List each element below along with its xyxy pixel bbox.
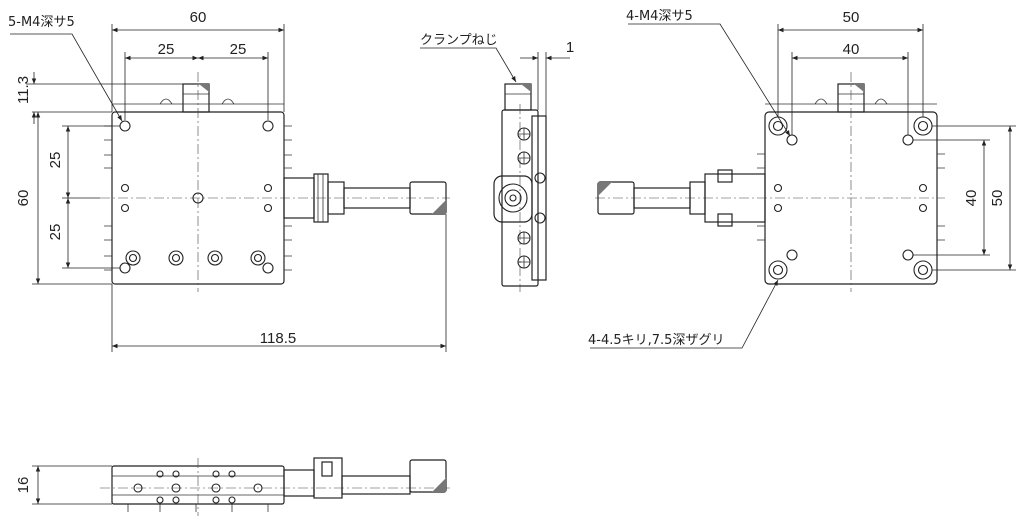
front-dimensions [10, 24, 447, 352]
side-view: クランプねじ 1 [420, 33, 574, 292]
front-pitch-y-top: 25 [47, 152, 64, 169]
rear-view: 50 40 50 40 4-M4深サ5 4-4.5キリ,7.5深ザグリ [588, 9, 1016, 349]
rear-tap-note: 4-M4深サ5 [626, 9, 693, 24]
rear-height-outer: 50 [989, 190, 1006, 207]
side-gap-label: 1 [566, 39, 574, 56]
rear-height-inner: 40 [963, 190, 980, 207]
side-clamp-screw [504, 83, 532, 111]
front-tap-note: 5-M4深サ5 [8, 15, 75, 30]
bottom-view: 16 [15, 457, 450, 516]
front-width-label: 60 [190, 9, 207, 26]
front-overall-length: 118.5 [260, 330, 296, 347]
front-height-label: 60 [15, 190, 32, 207]
rear-feed-screw [597, 169, 766, 227]
rear-cbore-note: 4-4.5キリ,7.5深ザグリ [588, 333, 724, 348]
bottom-height-label: 16 [15, 477, 32, 494]
feed-screw [283, 173, 447, 223]
front-holes [119, 120, 274, 274]
rear-width-outer: 50 [843, 9, 860, 26]
side-holes [517, 127, 546, 269]
bottom-feed-screw [283, 457, 447, 499]
clamp-screw [182, 83, 210, 113]
front-pitch-x-right: 25 [230, 41, 247, 58]
side-clamp-note: クランプねじ [420, 33, 498, 48]
front-pitch-x-left: 25 [158, 41, 175, 58]
bottom-holes [133, 470, 263, 504]
rear-dimensions [590, 23, 1016, 349]
front-offset-label: 11.3 [15, 76, 32, 104]
rear-width-inner: 40 [843, 41, 860, 58]
front-pitch-y-bottom: 25 [47, 224, 64, 241]
front-view: 60 25 25 60 25 25 11.3 118.5 5-M4深サ5 [8, 9, 450, 352]
